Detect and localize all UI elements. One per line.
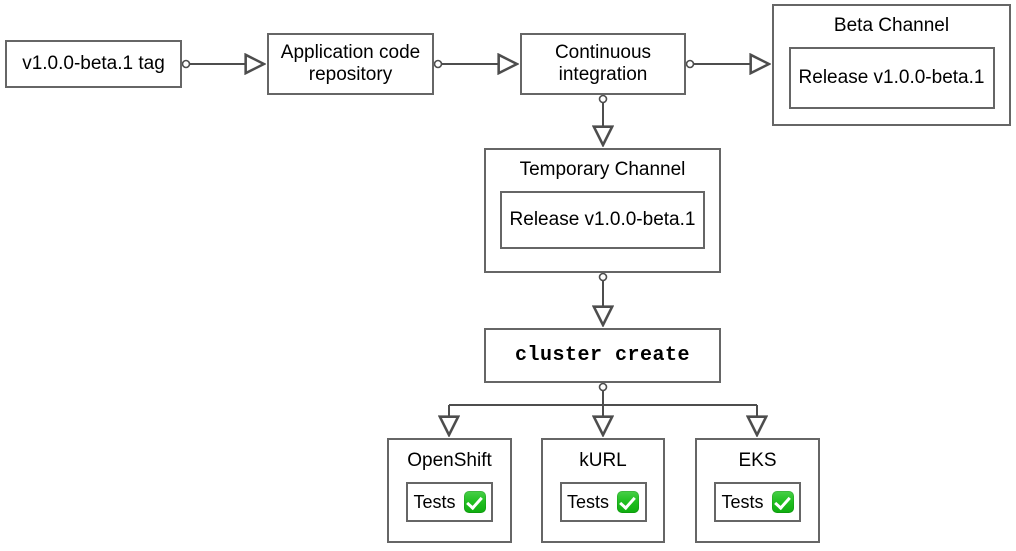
node-cluster-create-label: cluster create (514, 343, 691, 367)
node-version-tag[interactable]: v1.0.0-beta.1 tag (5, 40, 182, 88)
node-version-tag-label: v1.0.0-beta.1 tag (22, 52, 165, 74)
green-check-icon (463, 491, 486, 513)
node-continuous-integration[interactable]: Continuous integration (520, 33, 686, 95)
beta-channel-title: Beta Channel (833, 15, 950, 36)
node-openshift[interactable]: OpenShift Tests (387, 438, 512, 543)
node-application-code-repository-label: Application code repository (280, 41, 421, 85)
edge-repo-to-ci (433, 61, 518, 68)
edge-cluster-create-to-platforms (449, 382, 757, 436)
kurl-title: kURL (579, 450, 627, 471)
beta-channel-release-box[interactable]: Release v1.0.0-beta.1 (788, 47, 995, 109)
temporary-channel-release-label: Release v1.0.0-beta.1 (509, 209, 696, 230)
eks-tests-label: Tests (721, 491, 764, 512)
edge-ci-to-beta-channel (685, 61, 770, 68)
node-eks[interactable]: EKS Tests (695, 438, 820, 543)
edge-ci-to-temporary-channel (600, 94, 607, 146)
openshift-tests-box[interactable]: Tests (406, 482, 493, 522)
beta-channel-release-label: Release v1.0.0-beta.1 (798, 67, 985, 88)
node-cluster-create[interactable]: cluster create (484, 328, 721, 383)
green-check-icon (617, 491, 640, 513)
green-check-icon (771, 491, 794, 513)
kurl-tests-label: Tests (567, 491, 610, 512)
kurl-tests-box[interactable]: Tests (559, 482, 647, 522)
node-temporary-channel[interactable]: Temporary Channel Release v1.0.0-beta.1 (484, 148, 721, 273)
eks-title: EKS (738, 450, 777, 471)
openshift-title: OpenShift (407, 450, 492, 471)
edge-tag-to-repo (181, 61, 265, 68)
node-continuous-integration-label: Continuous integration (554, 41, 652, 85)
node-beta-channel[interactable]: Beta Channel Release v1.0.0-beta.1 (772, 4, 1011, 126)
openshift-tests-label: Tests (413, 491, 456, 512)
node-kurl[interactable]: kURL Tests (541, 438, 665, 543)
eks-tests-box[interactable]: Tests (714, 482, 801, 522)
temporary-channel-title: Temporary Channel (519, 159, 686, 180)
edge-temporary-channel-to-cluster-create (600, 272, 607, 326)
temporary-channel-release-box[interactable]: Release v1.0.0-beta.1 (500, 191, 705, 249)
node-application-code-repository[interactable]: Application code repository (267, 33, 434, 95)
